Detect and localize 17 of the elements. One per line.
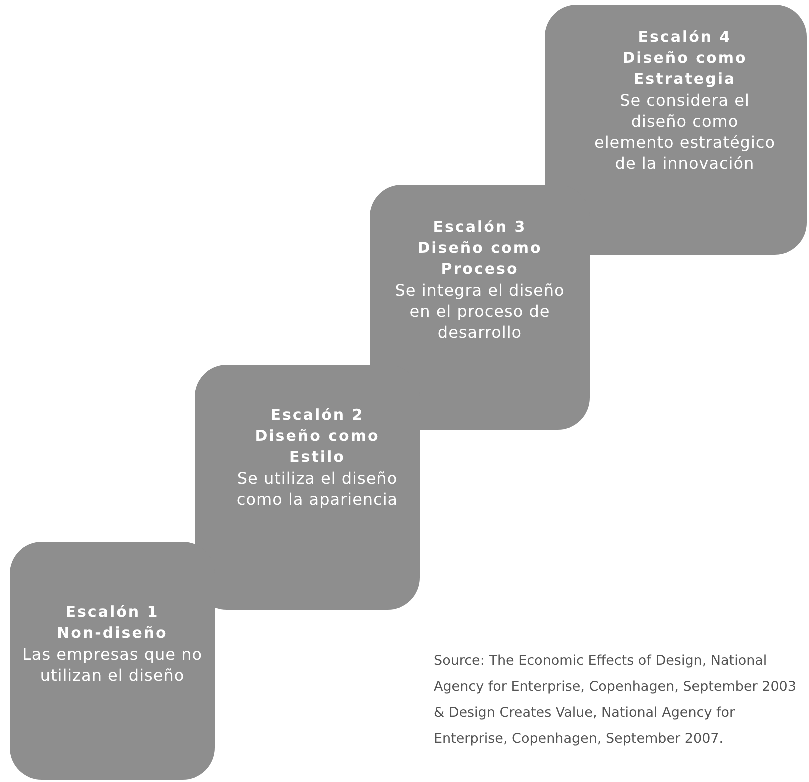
step-subtitle: Diseño como Proceso <box>416 238 544 280</box>
step-title: Escalón 2 <box>270 405 366 426</box>
step-title: Escalón 1 <box>64 602 160 623</box>
step-box <box>545 5 807 255</box>
step-subtitle: Non-diseño <box>56 623 169 644</box>
source-note: Source: The Economic Effects of Design, National Agency for Enterprise, Copenhagen, September 2003 & Design Creates Value, National Agency for Enterprise, Copenhagen, September 2007. <box>434 652 798 749</box>
step-description: Las empresas que no utilizan el diseño <box>21 644 204 686</box>
step-description: Se considera el diseño como elemento estratégico de la innovación <box>594 90 776 174</box>
step-box <box>195 365 420 610</box>
step-title: Escalón 4 <box>637 27 733 48</box>
step-subtitle: Diseño como Estrategia <box>622 48 748 90</box>
step-description: Se utiliza el diseño como la apariencia <box>236 468 400 510</box>
step-title: Escalón 3 <box>432 217 528 238</box>
step-subtitle: Diseño como Estilo <box>254 426 381 468</box>
step-description: Se integra el diseño en el proceso de desarrollo <box>395 280 565 343</box>
step-box <box>370 185 590 430</box>
step-box <box>10 542 215 780</box>
